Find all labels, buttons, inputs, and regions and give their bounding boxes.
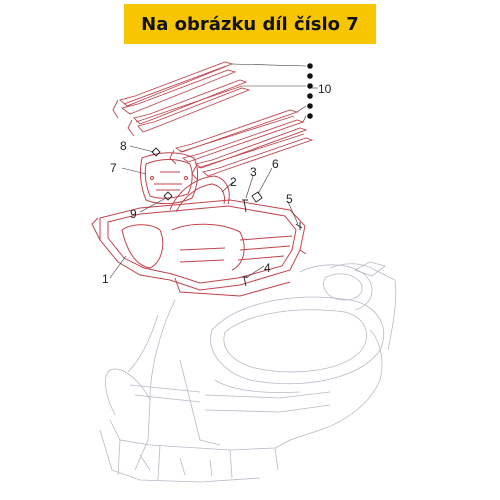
callout-1: 1: [102, 272, 109, 286]
part-10-dots: [307, 63, 313, 119]
scooter-frame: [99, 261, 397, 483]
callout-2: 2: [230, 175, 237, 189]
part-6-clip: [251, 191, 263, 203]
callout-6: 6: [272, 157, 279, 171]
callout-3: 3: [250, 165, 257, 179]
banner-title: Na obrázku díl číslo 7: [141, 13, 359, 35]
callout-5: 5: [286, 192, 293, 206]
callout-labels: 1 2 3 4 5 6 7 8 9 10: [102, 82, 332, 286]
leader-lines: [109, 63, 318, 279]
part-9-clip: [163, 191, 173, 201]
part-10-trim-strips: [112, 61, 314, 181]
part-3-screw: [242, 199, 248, 213]
part-5-screw: [295, 222, 303, 230]
callout-10: 10: [318, 82, 332, 96]
title-banner: Na obrázku díl číslo 7: [124, 4, 376, 44]
callout-9: 9: [130, 207, 137, 221]
callout-8: 8: [120, 139, 127, 153]
callout-4: 4: [264, 261, 271, 275]
callout-7: 7: [110, 161, 117, 175]
part-7-front-panel: [139, 152, 199, 205]
part-8-screw: [151, 147, 161, 157]
small-hardware: [151, 147, 303, 287]
part-1-floor-tray: [91, 175, 307, 297]
